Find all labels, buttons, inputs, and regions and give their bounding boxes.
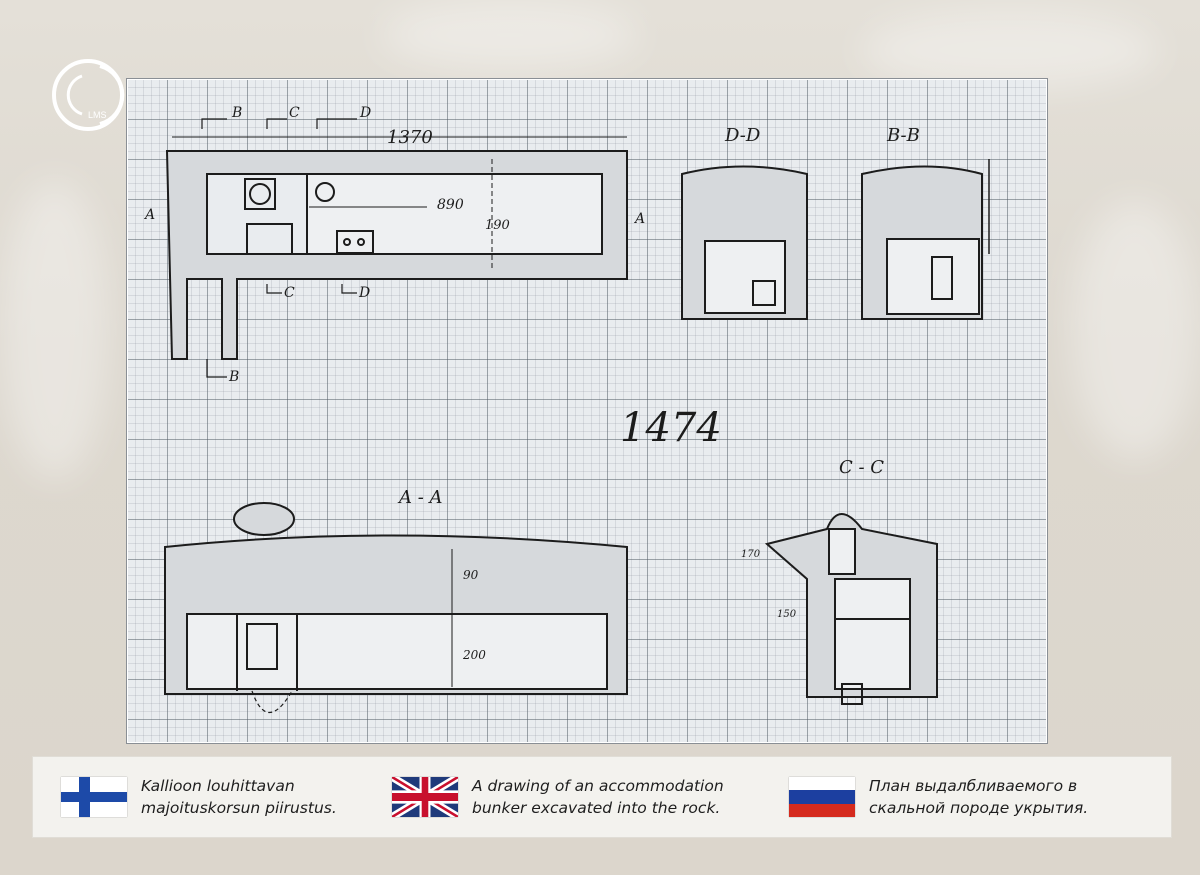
marker-b-top: B [231,105,242,121]
drawing-number: 1474 [620,405,722,451]
caption-english: A drawing of an accommodation bunker exc… [390,757,724,837]
aa-height-top-text: 90 [463,568,479,582]
section-aa-view [164,502,628,713]
cc-dim-a-text: 150 [777,609,797,620]
section-dd-view [681,165,808,320]
marker-a-right: A [633,211,645,227]
marker-c-bottom: C [284,285,295,301]
finland-flag-icon [61,777,127,817]
aa-height-bottom-text: 200 [462,648,486,662]
cc-dim-b-text: 170 [741,549,761,560]
section-cc-view [764,513,938,705]
marker-d-top: D [359,105,371,121]
caption-russian: План выдалбливаемого в скальной породе у… [789,757,1088,837]
bunker-drawing: 1370 890 190 D-D B-B A - A C - C 1474 90… [143,105,990,713]
caption-finnish-line2: majoituskorsun piirustus. [141,799,337,817]
plan-inner-length-text: 890 [437,197,464,213]
section-aa-label: A - A [397,487,443,508]
lms-logo [48,48,142,142]
uk-flag-icon [390,773,460,821]
section-bb-label: B-B [886,125,920,146]
marker-a-left: A [143,207,155,223]
section-bb-view [861,159,990,320]
caption-russian-line1: План выдалбливаемого в [869,777,1078,795]
section-cc-label: C - C [839,457,884,478]
caption-bar: Kallioon louhittavan majoituskorsun piir… [32,756,1172,838]
marker-c-top: C [289,105,300,121]
plan-dimension-text: 1370 [387,127,433,148]
plan-view [165,118,628,378]
logo-rings-icon [52,59,125,131]
blueprint-sheet: 1370 890 190 D-D B-B A - A C - C 1474 90… [126,78,1048,744]
caption-english-line2: bunker excavated into the rock. [472,799,721,817]
marker-d-bottom: D [358,285,370,301]
caption-finnish-line1: Kallioon louhittavan [141,777,295,795]
logo-text: LMS [88,110,107,120]
russia-flag-icon [789,777,855,817]
section-dd-label: D-D [724,125,761,146]
caption-english-line1: A drawing of an accommodation [472,777,724,795]
caption-finnish: Kallioon louhittavan majoituskorsun piir… [61,757,337,837]
plan-width-text: 190 [485,218,510,233]
marker-b-bottom: B [228,369,239,385]
caption-russian-line2: скальной породе укрытия. [869,799,1089,817]
